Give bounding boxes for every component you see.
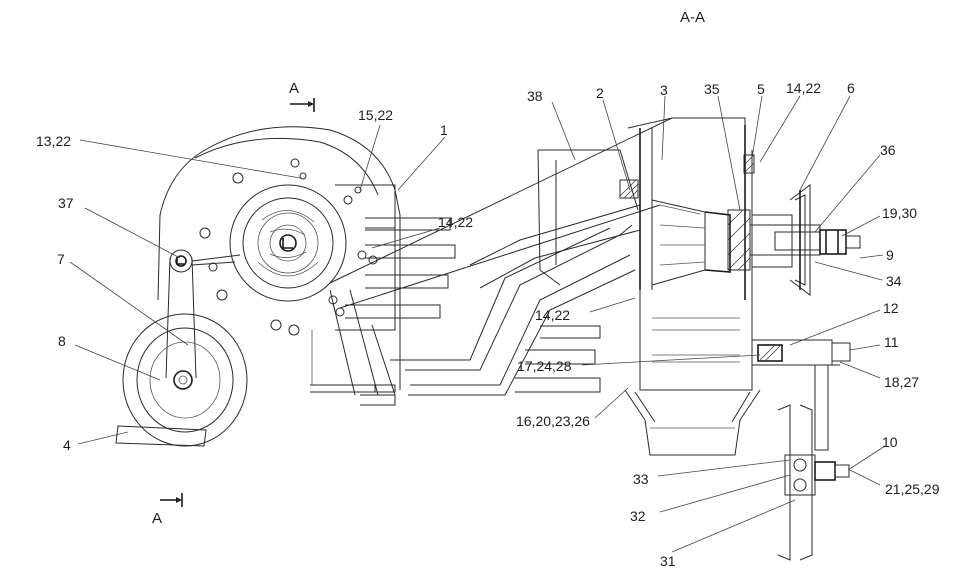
leader-lines [69,95,886,553]
callout-35[interactable]: 35 [704,81,720,97]
callout-36[interactable]: 36 [880,142,896,158]
callout-33[interactable]: 33 [633,471,649,487]
side-view [115,126,401,447]
callout-10[interactable]: 10 [882,434,898,450]
callout-31[interactable]: 31 [660,553,676,569]
callout-3[interactable]: 3 [660,82,668,98]
callout-34[interactable]: 34 [886,273,902,289]
callout-37[interactable]: 37 [58,195,74,211]
duct-assembly [329,117,673,406]
callout-12[interactable]: 12 [883,300,899,316]
callout-1[interactable]: 1 [440,122,448,138]
section-title: A-A [680,9,706,26]
callout-8[interactable]: 8 [58,333,66,349]
callout-6[interactable]: 6 [847,80,855,96]
callout-32[interactable]: 32 [630,508,646,524]
callout-38[interactable]: 38 [527,88,543,104]
callout-16-20-23-26[interactable]: 16,20,23,26 [516,413,590,429]
callout-15-22[interactable]: 15,22 [358,107,394,123]
callout-14-22-mid[interactable]: 14,22 [438,214,474,230]
lower-pulley [777,404,850,561]
central-pulley [229,184,347,302]
section-view [537,117,861,561]
callout-2[interactable]: 2 [596,85,604,101]
tension-arm [165,249,241,379]
roller-wheel [122,313,248,447]
callout-4[interactable]: 4 [63,437,71,453]
section-arrows [160,98,315,507]
callout-13-22[interactable]: 13,22 [36,133,72,149]
bolt-holes [199,158,378,336]
callout-14-22-low[interactable]: 14,22 [535,307,571,323]
section-mark-bottom: A [152,510,163,527]
section-mark-top: A [289,80,300,97]
callout-21-25-29[interactable]: 21,25,29 [885,481,940,497]
callout-18-27[interactable]: 18,27 [884,374,920,390]
callout-17-24-28[interactable]: 17,24,28 [517,358,572,374]
callout-5[interactable]: 5 [757,81,765,97]
callout-11[interactable]: 11 [884,334,899,350]
callout-19-30[interactable]: 19,30 [882,205,918,221]
callout-14-22-top[interactable]: 14,22 [786,80,822,96]
callout-7[interactable]: 7 [57,251,65,267]
callout-9[interactable]: 9 [886,247,894,263]
